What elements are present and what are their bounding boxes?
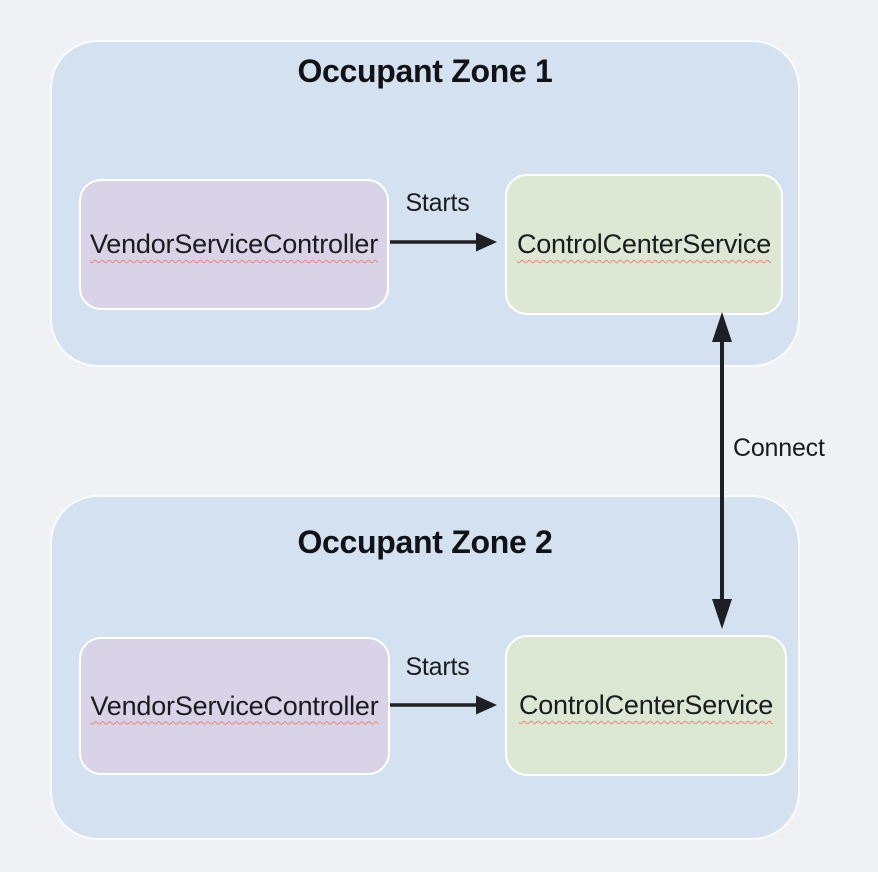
control-center-service-node-zone2: ControlCenterService [505,635,787,776]
vendor-service-controller-label: VendorServiceController [89,229,379,259]
vendor-service-controller-label: VendorServiceController [90,690,379,721]
control-center-service-label: ControlCenterService [516,229,772,259]
occupant-zone-2: Occupant Zone 2 VendorServiceController … [50,495,800,840]
vendor-service-controller-node-zone2: VendorServiceController [79,637,390,775]
vendor-service-controller-node-zone1: VendorServiceController [79,179,389,310]
connect-edge-label: Connect [733,434,825,462]
occupant-zone-1-title: Occupant Zone 1 [297,53,553,89]
control-center-service-label: ControlCenterService [518,690,774,720]
starts-edge-label-zone1: Starts [405,189,470,217]
occupant-zone-1: Occupant Zone 1 VendorServiceController … [50,40,800,367]
starts-edge-label-zone2: Starts [405,653,470,681]
control-center-service-node-zone1: ControlCenterService [505,174,783,315]
occupant-zone-2-title: Occupant Zone 2 [297,524,553,560]
